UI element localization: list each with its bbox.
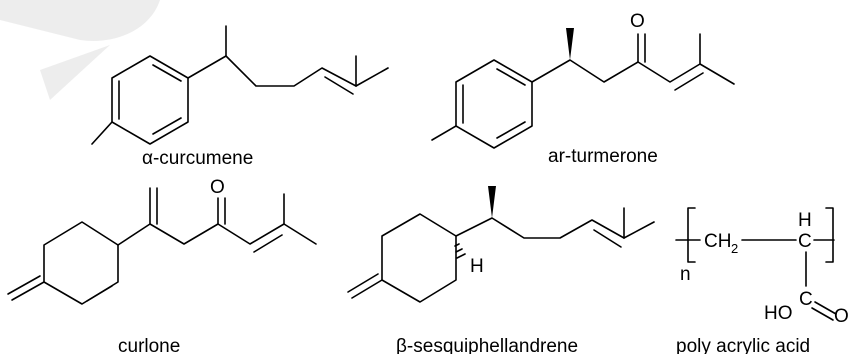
ar-turmerone-ring [455,59,533,149]
curlone-label: curlone [118,336,180,354]
watermark-shape [0,0,160,41]
curlone-exo-methylene-a [11,281,45,301]
curlone-chain [117,223,317,246]
poly-acrylic-acid-left-bracket [687,207,696,263]
ar-turmerone-ring-double-1 [496,68,526,86]
alpha-curcumene-label: α-curcumene [142,148,253,169]
alpha-curcumene-ring [111,55,189,145]
poly-acrylic-acid-hydrogen: H [798,210,812,231]
poly-acrylic-acid-carbonyl-a [814,301,837,315]
beta-sesquiphellandrene-label: β-sesquiphellandrene [396,336,578,354]
beta-sesquiphellandrene-exo-methylene-a [351,279,383,299]
poly-acrylic-acid-subscript: 2 [731,241,738,256]
poly-acrylic-acid-methylene: CH [704,231,731,252]
curlone-oxygen: O [210,177,225,198]
poly-acrylic-acid-carboxyl-carbon: C [799,289,813,310]
beta-sesquiphellandrene-terminal-methyl-b [623,221,655,239]
ar-turmerone-structure: O ar-turmerone [431,11,735,167]
poly-acrylic-acid-label: poly acrylic acid [676,336,810,354]
curlone-double-bond [253,234,283,253]
beta-sesquiphellandrene-chain [455,217,625,239]
curlone-structure: O curlone [7,177,317,354]
beta-sesquiphellandrene-structure: H β-sesquiphellandrene [347,186,655,354]
ar-turmerone-ring-double-2 [496,121,526,139]
alpha-curcumene-terminal-methyl-b [355,67,389,87]
curlone-ring-double [86,285,113,302]
beta-sesquiphellandrene-hydrogen: H [470,256,484,277]
ar-turmerone-aryl-methyl [431,125,457,141]
poly-acrylic-acid-repeat-n: n [680,264,691,285]
beta-sesquiphellandrene-hash-2 [455,248,463,253]
ar-turmerone-oxygen: O [630,11,645,32]
poly-acrylic-acid-carbon: C [798,231,812,252]
beta-sesquiphellandrene-ring [381,213,457,303]
beta-sesquiphellandrene-hash-1 [454,243,460,247]
poly-acrylic-acid-right-bracket [825,207,834,263]
alpha-curcumene-structure: α-curcumene [91,25,389,169]
beta-sesquiphellandrene-wedge-bond [488,186,496,218]
poly-acrylic-acid-structure: CH 2 C H n C HO O poly acrylic acid [675,207,848,354]
ar-turmerone-label: ar-turmerone [548,146,658,167]
beta-sesquiphellandrene-exo-methylene-b [347,273,379,293]
alpha-curcumene-ring-double-2 [152,117,182,135]
poly-acrylic-acid-carbonyl-b [811,307,834,321]
alpha-curcumene-chain [187,55,357,87]
curlone-ring [43,221,119,305]
ar-turmerone-chain [531,59,735,85]
alpha-curcumene-ring-double-1 [152,64,182,82]
alpha-curcumene-double-bond [324,76,354,95]
curlone-exo-methylene-b [7,275,41,295]
ar-turmerone-wedge-bond [566,28,574,60]
watermark-swoosh [40,45,110,100]
beta-sesquiphellandrene-double-bond [593,229,622,248]
poly-acrylic-acid-hydroxyl: HO [764,303,793,324]
ar-turmerone-double-bond [674,72,704,91]
poly-acrylic-acid-oxygen: O [834,306,848,327]
alpha-curcumene-aryl-methyl [91,121,113,145]
beta-sesquiphellandrene-hash-3 [456,253,466,259]
